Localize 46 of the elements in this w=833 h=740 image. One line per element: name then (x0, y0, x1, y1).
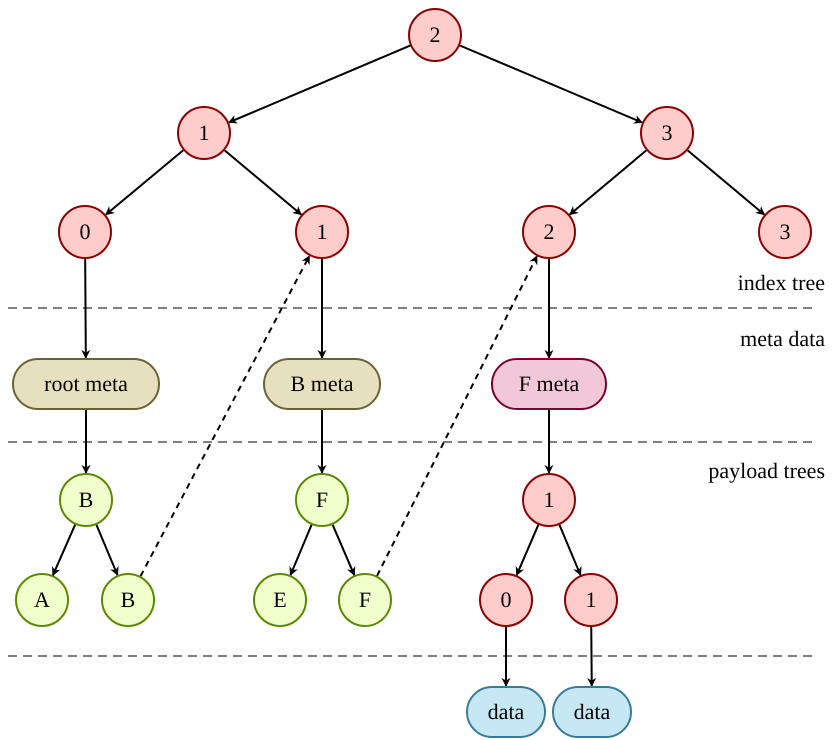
arrow (569, 150, 647, 216)
arrow (318, 410, 326, 474)
arrow (502, 627, 510, 687)
arrow (228, 44, 411, 124)
arrow (81, 259, 90, 359)
tree-node: 1 (522, 473, 576, 527)
arrow (289, 524, 312, 576)
tree-node: B (59, 473, 113, 527)
meta-box: root meta (12, 358, 160, 410)
tree-node: 1 (177, 106, 231, 160)
arrow (687, 150, 765, 216)
tree-node: B (101, 573, 155, 627)
section-label: meta data (740, 326, 825, 352)
tree-node: E (253, 573, 307, 627)
tree-node: 2 (408, 8, 462, 62)
arrow (459, 44, 643, 124)
tree-node: 0 (479, 573, 533, 627)
arrow (332, 524, 356, 576)
tree-node: A (15, 573, 69, 627)
arrow (558, 524, 582, 576)
section-label: index tree (738, 270, 825, 296)
tree-node: 1 (295, 205, 349, 259)
tree-node: F (295, 473, 349, 527)
data-box: data (552, 686, 632, 738)
arrow (516, 524, 540, 576)
arrow (96, 524, 119, 576)
tree-node: 3 (640, 106, 694, 160)
tree-node: 0 (58, 205, 112, 259)
data-box: data (466, 686, 546, 738)
section-label: payload trees (708, 458, 825, 484)
arrow (82, 410, 90, 474)
meta-box: F meta (491, 358, 607, 410)
tree-node: 2 (522, 205, 576, 259)
arrow (224, 150, 302, 216)
tree-node: 1 (564, 573, 618, 627)
arrow (140, 255, 310, 577)
arrow (376, 255, 538, 576)
tree-node: 3 (758, 205, 812, 259)
arrow (318, 259, 326, 359)
tree-node: F (338, 573, 392, 627)
arrow (587, 626, 596, 687)
arrow (105, 150, 184, 216)
arrow (544, 259, 554, 359)
arrow (52, 524, 76, 576)
arrow (544, 410, 554, 474)
meta-box: B meta (263, 358, 381, 410)
